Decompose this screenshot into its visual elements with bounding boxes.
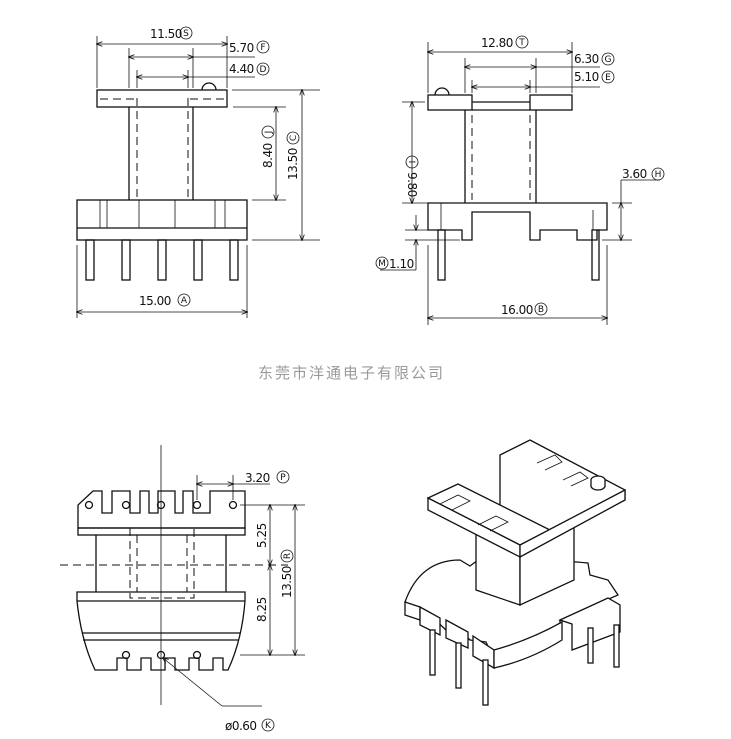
pins	[429, 624, 620, 706]
bottom-view: 3.20 P 5.25 8.25 13.50 R ø0.60 K	[60, 445, 305, 733]
dim-tag: T	[518, 38, 525, 48]
dim-tag: E	[605, 73, 611, 83]
dim-value: 13.50	[280, 566, 294, 598]
dim-value: 15.00	[139, 294, 171, 308]
dim-value: 13.50	[286, 148, 300, 180]
dim-tag: B	[538, 305, 544, 315]
dim-tag: G	[605, 55, 612, 65]
top-flange	[96, 89, 228, 108]
dim-value: 5.25	[255, 523, 269, 548]
pin	[437, 229, 446, 281]
dim-tag: H	[655, 170, 662, 180]
front-view: 11.50 S 5.70 F 4.40 D 8.40 J 13.50 C 15.…	[76, 26, 320, 318]
dim-tag: J	[264, 131, 274, 135]
top-flange	[77, 490, 246, 529]
dim-value: 16.00	[501, 303, 533, 317]
pin	[591, 229, 600, 281]
dim-value: ø0.60	[225, 719, 257, 733]
pins	[85, 239, 239, 281]
dim-tag: I	[406, 161, 416, 164]
dim-tag: P	[280, 473, 286, 483]
dim-value: 8.40	[261, 143, 275, 168]
polarity-dome	[201, 82, 217, 91]
dim-value: 8.25	[255, 597, 269, 622]
dim-value: 3.60	[622, 167, 647, 181]
dim-value: 6.30	[574, 52, 599, 66]
dim-value: 11.50	[150, 27, 182, 41]
dim-tag: R	[283, 553, 293, 559]
dim-value: 1.10	[389, 257, 414, 271]
dim-tag: S	[183, 29, 189, 39]
bottom-flange	[76, 591, 246, 671]
dim-value: 12.80	[481, 36, 513, 50]
dim-value: 3.20	[245, 471, 270, 485]
isometric-view	[404, 439, 626, 706]
dim-value: 5.10	[574, 70, 599, 84]
company-name: 东莞市洋通电子有限公司	[258, 364, 445, 382]
base-flange	[76, 199, 248, 241]
dim-tag: F	[260, 43, 265, 53]
dim-value: 5.70	[229, 41, 254, 55]
dim-tag: A	[181, 296, 188, 306]
dim-tag: M	[378, 259, 386, 269]
side-view: 12.80 T 6.30 G 5.10 E 9.80 I M 1.10 3.60…	[375, 35, 665, 325]
dim-tag: C	[289, 135, 299, 141]
base-flange	[427, 202, 608, 241]
dim-value: 4.40	[229, 62, 254, 76]
dim-value: 9.80	[405, 172, 419, 197]
dim-tag: D	[260, 65, 267, 75]
dim-tag: K	[265, 721, 272, 731]
